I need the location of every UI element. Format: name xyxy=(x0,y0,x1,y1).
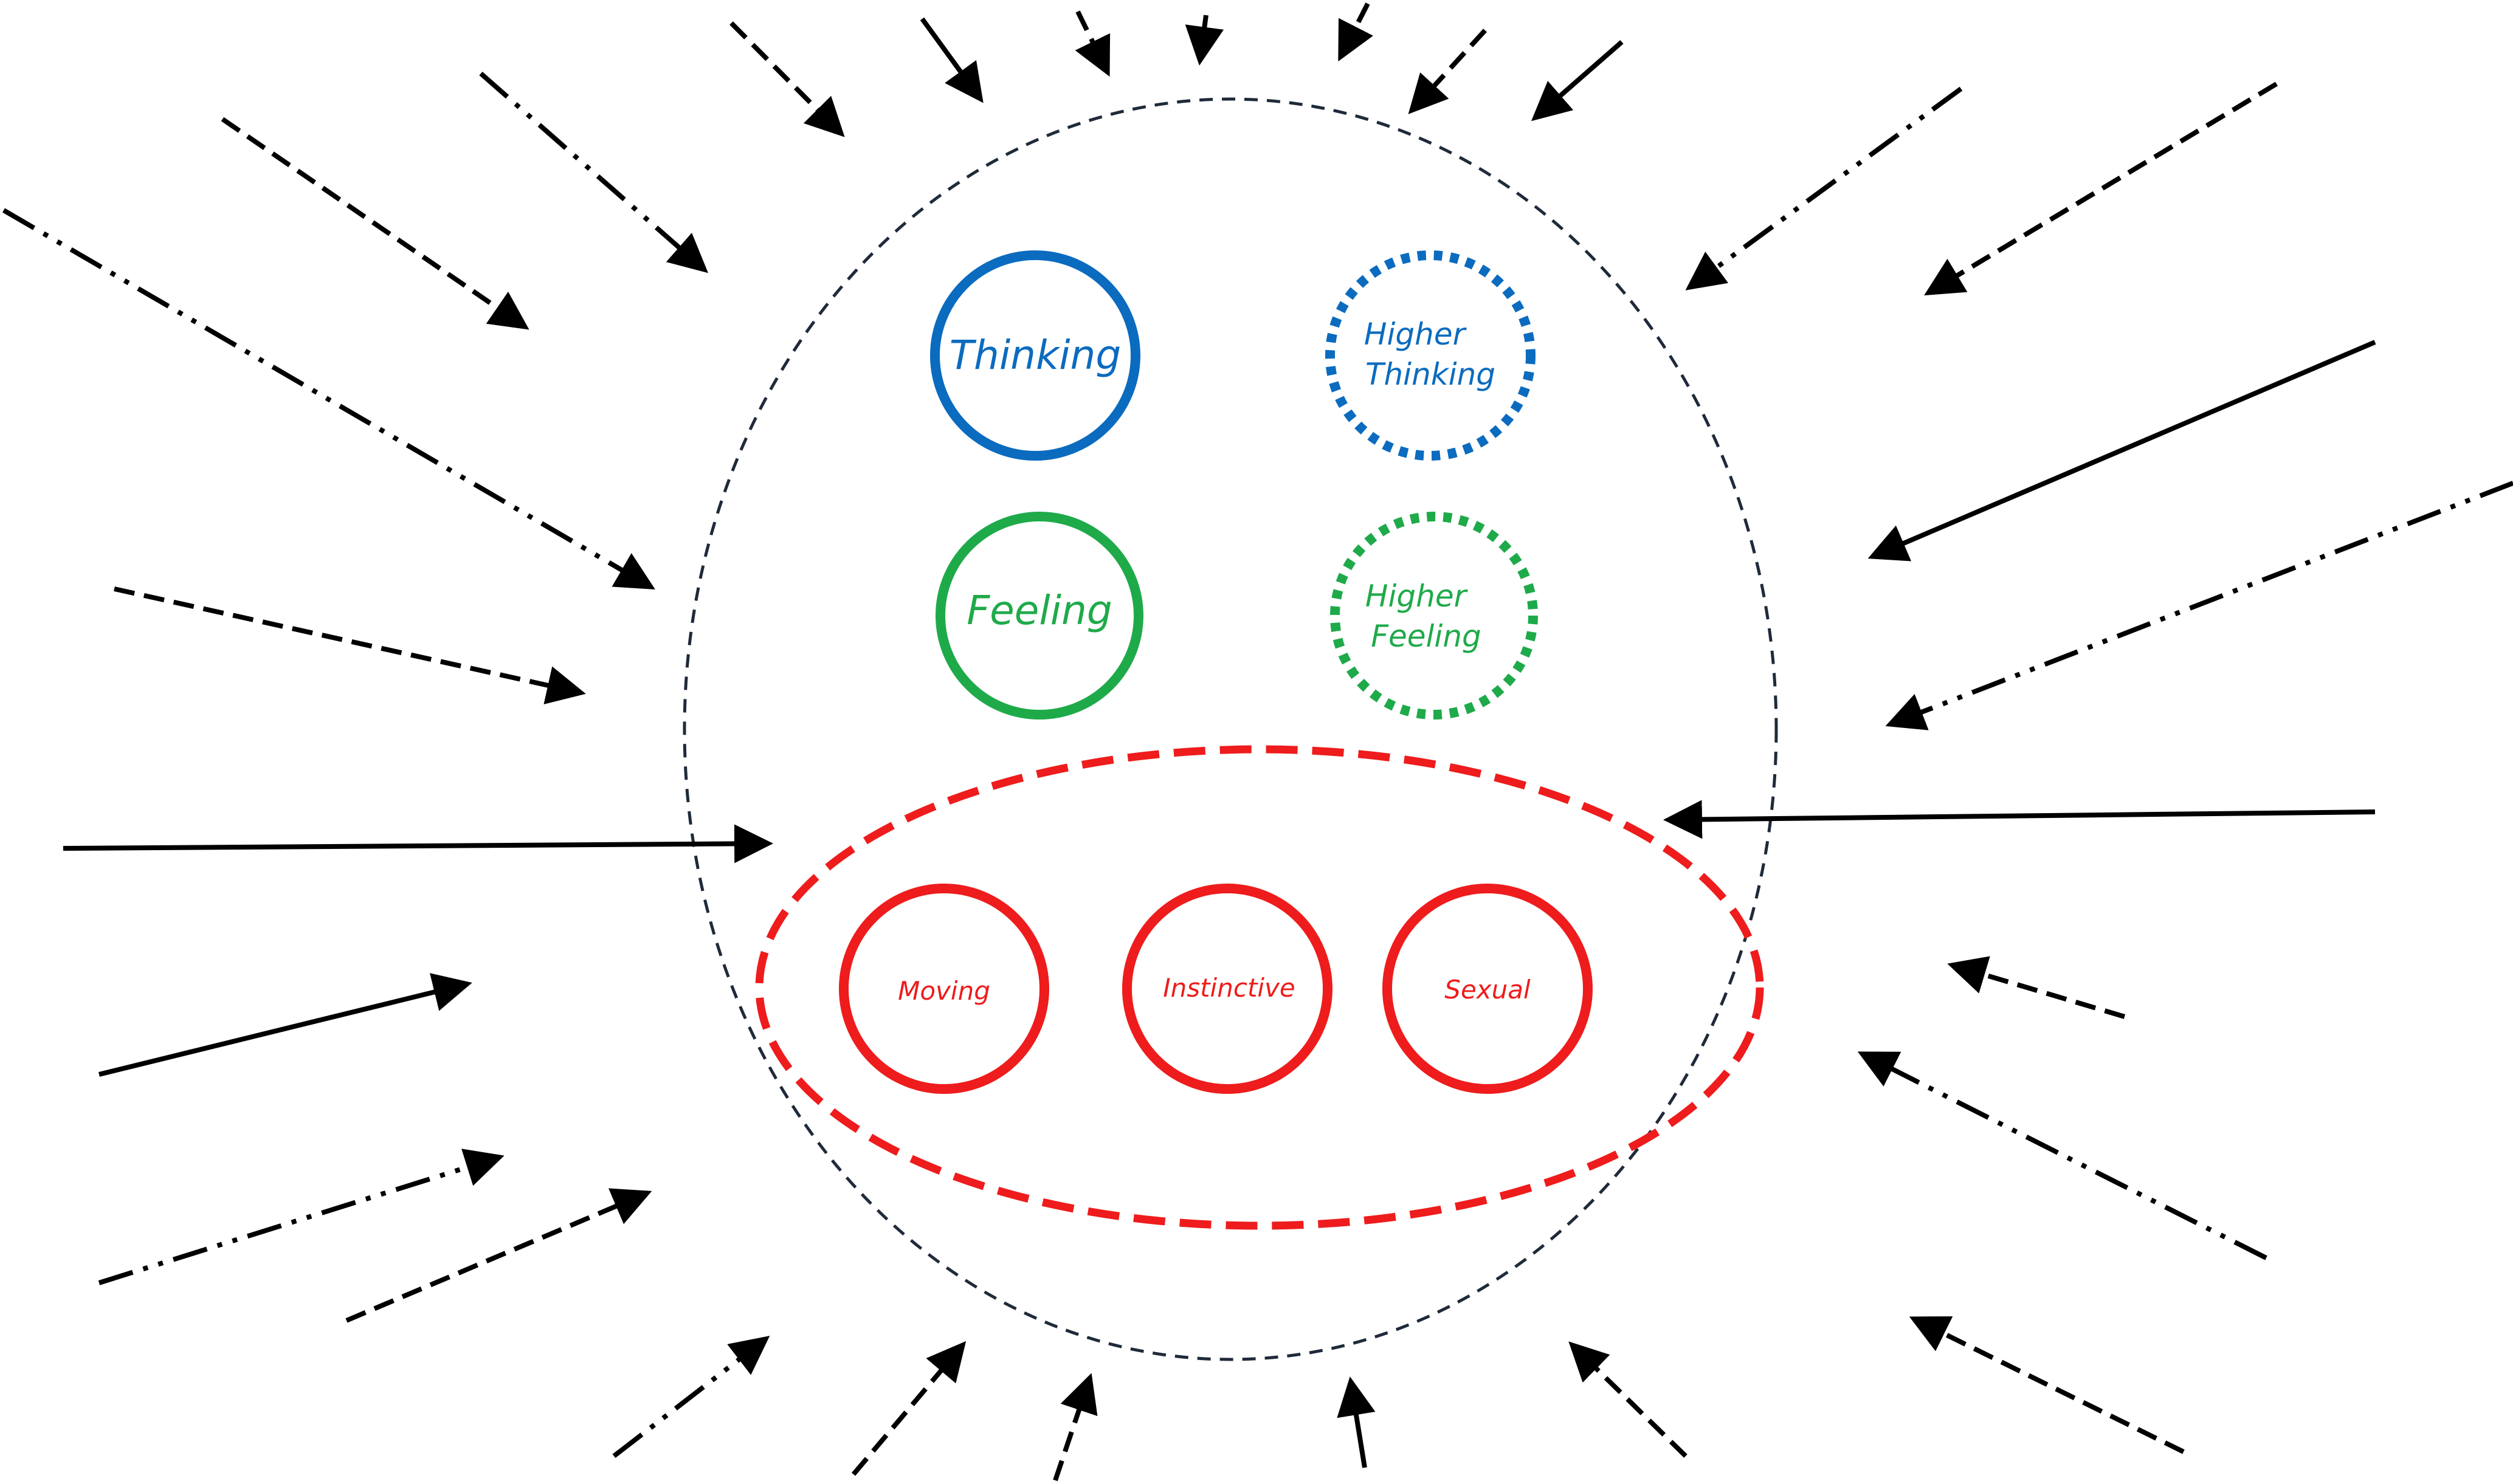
sexual-circle xyxy=(1382,884,1593,1094)
influence-arrow xyxy=(1685,86,1963,290)
moving-center: Moving xyxy=(839,884,1049,1094)
influence-arrow xyxy=(1337,1376,1376,1468)
influence-arrow xyxy=(1867,340,2376,562)
feeling-circle xyxy=(936,512,1143,720)
influence-arrow xyxy=(1338,2,1373,62)
influence-arrow xyxy=(114,586,586,705)
feeling-label: Feeling xyxy=(967,587,1112,634)
higher-thinking-label: Higher Thinking xyxy=(1364,317,1495,392)
outer-boundary xyxy=(683,97,1778,1361)
higher-thinking-label-line2: Thinking xyxy=(1365,357,1495,392)
influence-arrow xyxy=(1053,1373,1098,1482)
influence-arrow xyxy=(1408,29,1487,114)
thinking-label: Thinking xyxy=(950,332,1122,379)
influence-arrow xyxy=(98,973,472,1077)
influence-arrow xyxy=(1857,1051,2267,1260)
sexual-center: Sexual xyxy=(1382,884,1593,1094)
higher-feeling-circle xyxy=(1330,512,1538,720)
instinctive-label: Instinctive xyxy=(1163,973,1295,1003)
influence-arrow xyxy=(1924,81,2278,296)
influence-arrow xyxy=(1663,800,2376,839)
influence-arrow xyxy=(1531,40,1624,122)
higher-feeling-label-line1: Higher xyxy=(1365,579,1469,614)
influence-arrow xyxy=(98,1149,505,1285)
influence-arrow xyxy=(1568,1341,1687,1458)
influence-arrow xyxy=(1885,481,2513,730)
influence-arrow xyxy=(63,824,773,864)
higher-feeling-label-line2: Feeling xyxy=(1371,619,1481,654)
moving-circle xyxy=(839,884,1049,1094)
moving-label: Moving xyxy=(898,976,990,1006)
higher-thinking-circle xyxy=(1325,250,1536,461)
influence-arrow xyxy=(612,1336,770,1458)
influence-arrow xyxy=(479,71,709,273)
influence-arrow xyxy=(1909,1316,2185,1454)
instinctive-circle xyxy=(1122,884,1332,1094)
thinking-circle xyxy=(930,250,1140,461)
influence-arrow xyxy=(1075,10,1111,77)
influence-arrow xyxy=(1185,15,1224,66)
higher-thinking-label-line1: Higher xyxy=(1364,317,1467,352)
influence-arrow xyxy=(851,1341,967,1476)
feeling-center: Feeling xyxy=(936,512,1143,720)
influence-arrow xyxy=(1947,956,2126,1019)
sexual-label: Sexual xyxy=(1444,975,1531,1005)
thinking-center: Thinking xyxy=(930,250,1140,461)
influence-arrow xyxy=(345,1188,652,1323)
influence-arrow xyxy=(221,117,529,330)
influence-arrow xyxy=(2,208,655,590)
higher-thinking-center: Higher Thinking xyxy=(1325,250,1536,461)
influence-arrow xyxy=(729,21,845,137)
influence-arrow xyxy=(920,17,984,103)
higher-feeling-center: Higher Feeling xyxy=(1330,512,1538,720)
instinctive-center: Instinctive xyxy=(1122,884,1332,1094)
lower-centers-group xyxy=(755,745,1764,1230)
higher-feeling-label: Higher Feeling xyxy=(1365,579,1481,654)
